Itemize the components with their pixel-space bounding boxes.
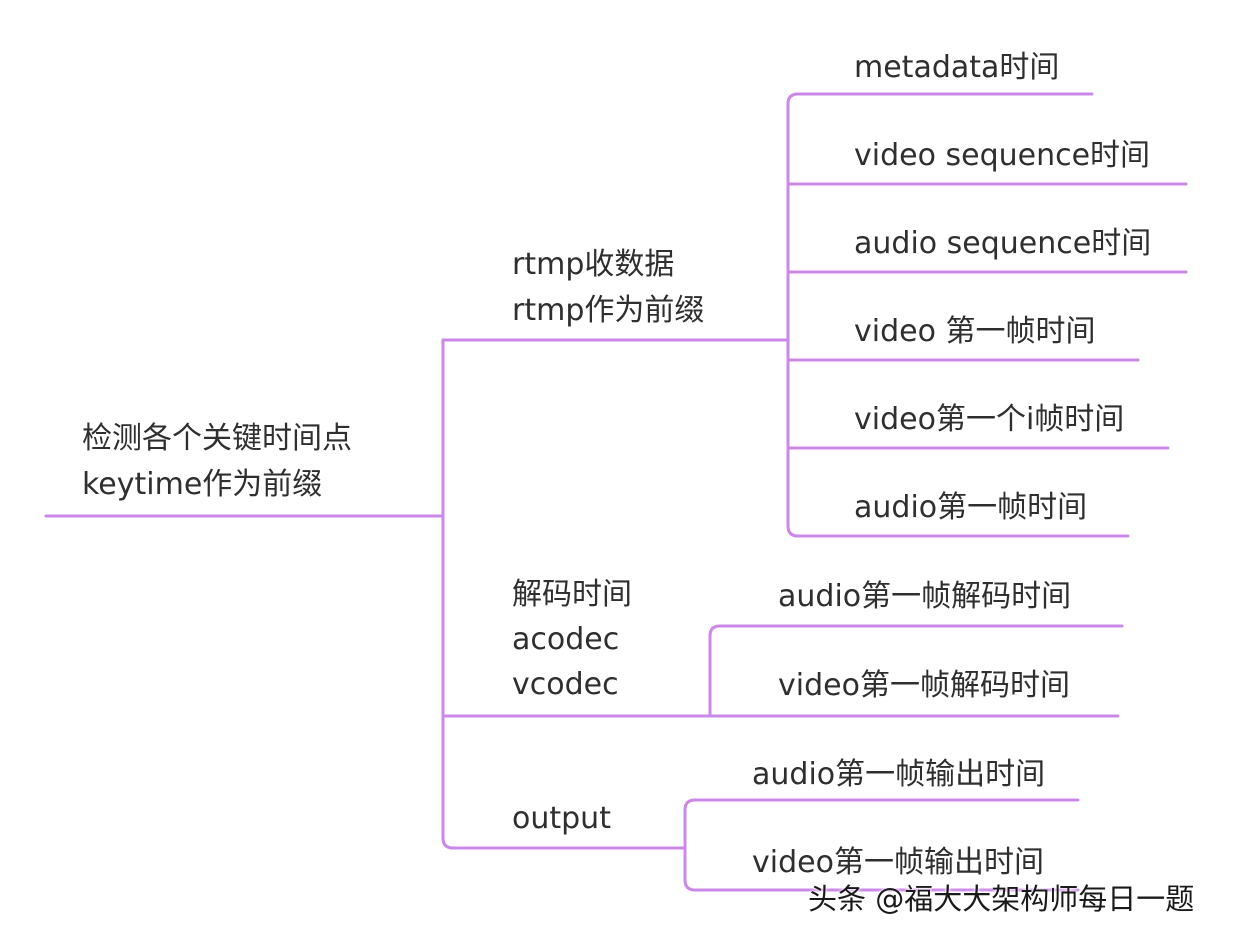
rtmp-label-line1: rtmp收数据	[512, 247, 675, 282]
output-item: audio第一帧输出时间	[752, 757, 1046, 792]
rtmp-item: audio第一帧时间	[854, 490, 1088, 525]
rtmp-item: video sequence时间	[854, 138, 1151, 173]
watermark: 头条 @福大大架构师每日一题	[808, 882, 1195, 916]
rtmp-spine	[786, 92, 800, 538]
decode-label-line2: acodec	[512, 622, 620, 657]
rtmp-item: video 第一帧时间	[854, 314, 1096, 349]
output-spine-lower	[683, 846, 1080, 892]
output-label: output	[512, 801, 611, 836]
rtmp-item: video第一个i帧时间	[854, 402, 1125, 437]
output-spine	[683, 798, 1080, 850]
root-spine	[441, 338, 457, 850]
decode-label-line3: vcodec	[512, 667, 619, 702]
rtmp-label-line2: rtmp作为前缀	[512, 293, 705, 328]
root-label-line1: 检测各个关键时间点	[82, 421, 352, 456]
decode-item: video第一帧解码时间	[778, 668, 1070, 703]
decode-spine	[708, 624, 1124, 718]
decode-item: audio第一帧解码时间	[778, 579, 1072, 614]
output-item: video第一帧输出时间	[752, 845, 1044, 880]
root-label-line2: keytime作为前缀	[82, 467, 323, 502]
rtmp-item: audio sequence时间	[854, 226, 1152, 261]
decode-label-line1: 解码时间	[512, 577, 632, 612]
rtmp-item: metadata时间	[854, 50, 1060, 85]
